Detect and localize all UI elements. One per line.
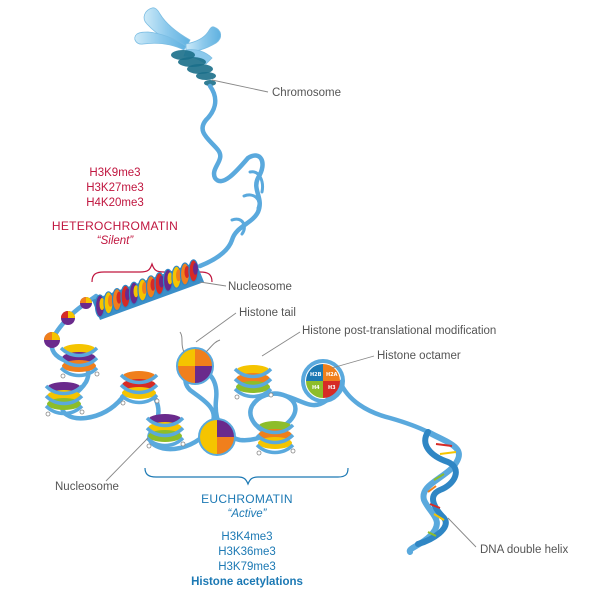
eu-mark-3: H3K79me3 [218,561,276,573]
heterochromatin-nucleosome [188,259,199,283]
nucleosome-side-view [255,421,296,456]
heterochromatin-nucleosome [179,262,191,286]
heterochromatin-title: HETEROCHROMATIN [51,219,179,233]
heterochromatin-nucleosome [111,288,123,312]
octamer-label-h2b: H2B [310,372,322,378]
euchromatin-bracket [144,467,349,486]
heterochromatin-nucleosome [145,275,157,299]
octamer-label-h3: H3 [328,385,336,391]
nucleosome-stacks [44,344,296,456]
heterochromatin-nucleosome [120,284,131,308]
nucleosome-front-1 [176,331,221,385]
chromosome-shape [134,7,222,65]
nucleosome-label-bottom: Nucleosome [55,481,119,493]
nucleosome-label-top: Nucleosome [228,281,292,293]
octamer-label-h4: H4 [312,385,320,391]
heterochromatin-nucleosome [154,272,165,296]
heterochromatin-bracket [91,262,213,283]
dna-double-helix [406,429,462,555]
ptm-label: Histone post-translational modification [302,325,497,337]
eu-mark-4: Histone acetylations [191,576,303,588]
euchromatin-subtitle: “Active” [227,508,267,520]
euchromatin-marks: EUCHROMATIN “Active” H3K4me3 H3K36me3 H3… [182,492,312,590]
nucleosome-side-view [233,365,274,400]
heterochromatin-subtitle: “Silent” [96,235,134,247]
linker-beads [44,297,92,348]
histone-octamer: H2B H2A H4 H3 [301,359,345,403]
nucleosome-side-view [145,414,186,449]
dna-helix-label: DNA double helix [480,544,569,556]
heterochromatin-nucleosome [137,278,148,302]
heterochromatin-nucleosome [94,294,106,318]
leader-lines [105,79,477,548]
hetero-mark-3: H4K20me3 [86,197,144,209]
nucleosome-side-view [59,344,100,379]
eu-mark-2: H3K36me3 [218,546,276,558]
histone-tail-label: Histone tail [239,307,296,319]
heterochromatin-nucleosome [128,281,140,305]
octamer-label-h2a: H2A [326,372,338,378]
nucleosome-side-view [119,371,160,406]
nucleosome-side-view [44,382,85,417]
heterochromatin-nucleosome [103,291,114,315]
eu-mark-1: H3K4me3 [221,531,273,543]
heterochromatin-nucleosome [171,265,182,289]
nucleosome-front-2 [198,418,236,456]
chromosome-unwinding [171,50,216,86]
hetero-mark-2: H3K27me3 [86,182,144,194]
hetero-mark-1: H3K9me3 [89,167,141,179]
chromosome-label: Chromosome [272,87,342,99]
heterochromatin-marks: H3K9me3 H3K27me3 H4K20me3 HETEROCHROMATI… [50,166,180,249]
histone-octamer-label: Histone octamer [377,350,461,362]
heterochromatin-fiber [92,259,204,320]
euchromatin-title: EUCHROMATIN [201,492,293,506]
heterochromatin-nucleosome [162,268,174,292]
